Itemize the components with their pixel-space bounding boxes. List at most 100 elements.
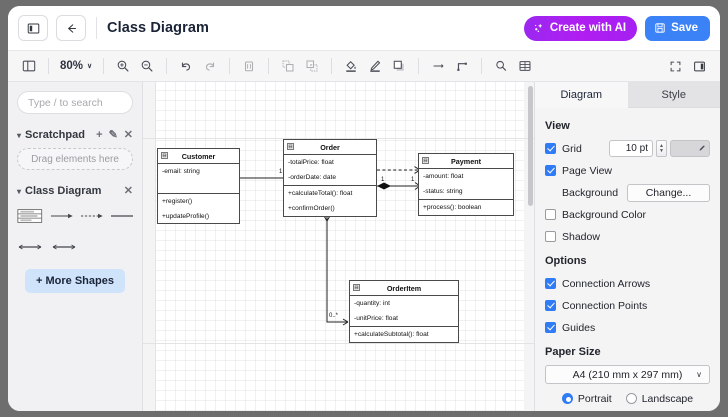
waypoint-button[interactable] bbox=[450, 55, 474, 77]
format-panel-tabs: Diagram Style bbox=[535, 82, 720, 108]
grid-size-stepper[interactable]: ▲ ▼ bbox=[656, 140, 667, 157]
class-box-order[interactable]: ⊟ Order -totalPrice: float -orderDate: d… bbox=[283, 139, 377, 217]
close-icon[interactable]: ✕ bbox=[123, 184, 133, 197]
grid-color-swatch[interactable] bbox=[670, 140, 710, 157]
toolbar-divider-2 bbox=[103, 58, 105, 74]
guides-checkbox[interactable] bbox=[545, 322, 556, 333]
grid-checkbox[interactable] bbox=[545, 143, 556, 154]
background-change-button[interactable]: Change... bbox=[627, 183, 710, 202]
collapse-icon[interactable]: ⊟ bbox=[422, 157, 429, 164]
association-shape[interactable] bbox=[17, 242, 43, 252]
class-header: ⊟ Order bbox=[284, 140, 376, 155]
fullscreen-button[interactable] bbox=[663, 55, 687, 77]
multiplicity-label: 1 bbox=[279, 169, 283, 175]
connection-arrows-checkbox[interactable] bbox=[545, 278, 556, 289]
class-box-payment[interactable]: ⊟ Payment -amount: float -status: string… bbox=[418, 153, 514, 216]
scratchpad-section-header[interactable]: ▾ Scratchpad + ✎ ✕ bbox=[17, 129, 133, 141]
dashed-arrow-shape[interactable] bbox=[80, 211, 103, 221]
toolbar-divider-6 bbox=[331, 58, 333, 74]
solid-arrow-shape[interactable] bbox=[50, 211, 73, 221]
shadow-button[interactable] bbox=[387, 55, 411, 77]
orientation-row: Portrait Landscape bbox=[545, 389, 710, 408]
page-view-checkbox[interactable] bbox=[545, 165, 556, 176]
more-shapes-button[interactable]: + More Shapes bbox=[25, 269, 125, 293]
format-panel-icon bbox=[22, 60, 36, 72]
class-name: OrderItem bbox=[386, 283, 422, 293]
class-box-orderitem[interactable]: ⊟ OrderItem -quantity: int -unitPrice: f… bbox=[349, 280, 459, 343]
send-to-back-button[interactable] bbox=[300, 55, 324, 77]
class-attributes: -email: string bbox=[158, 164, 239, 194]
connection-arrow-icon bbox=[433, 63, 444, 69]
undo-button[interactable] bbox=[174, 55, 198, 77]
collapse-icon[interactable]: ⊟ bbox=[353, 284, 360, 291]
class-box-customer[interactable]: ⊟ Customer -email: string +register() +u… bbox=[157, 148, 240, 224]
multiplicity-label: 0..* bbox=[329, 313, 339, 319]
right-panel-toggle-button[interactable] bbox=[687, 55, 711, 77]
delete-button[interactable] bbox=[237, 55, 261, 77]
class-diagram-actions: ✕ bbox=[123, 184, 133, 197]
collapse-icon[interactable]: ⊟ bbox=[161, 152, 168, 159]
format-panel-button[interactable] bbox=[17, 55, 41, 77]
stepper-up-icon: ▲ bbox=[659, 142, 664, 149]
paper-size-select[interactable]: A4 (210 mm x 297 mm) ∨ bbox=[545, 365, 710, 384]
class-attribute: -email: string bbox=[162, 168, 200, 175]
canvas-vertical-scrollbar[interactable] bbox=[528, 86, 533, 206]
create-with-ai-button[interactable]: Create with AI bbox=[523, 15, 638, 41]
plain-line-shape[interactable] bbox=[110, 211, 133, 221]
class-diagram-section-header[interactable]: ▾ Class Diagram ✕ bbox=[17, 185, 133, 197]
redo-button[interactable] bbox=[198, 55, 222, 77]
right-format-panel: Diagram Style View Grid 10 pt ▲ ▼ bbox=[534, 82, 720, 411]
title-bar: Class Diagram Create with AI Save bbox=[8, 6, 720, 51]
right-panel-toggle-icon bbox=[693, 61, 705, 71]
collapse-icon[interactable]: ⊟ bbox=[287, 143, 294, 150]
bring-to-front-button[interactable] bbox=[276, 55, 300, 77]
insert-shape-button[interactable] bbox=[489, 55, 513, 77]
fill-color-button[interactable] bbox=[339, 55, 363, 77]
portrait-radio[interactable] bbox=[561, 393, 573, 404]
search-input[interactable] bbox=[17, 91, 133, 114]
class-methods: +calculateTotal(): float +confirmOrder() bbox=[284, 186, 376, 216]
zoom-in-button[interactable] bbox=[111, 55, 135, 77]
redo-icon bbox=[206, 62, 215, 71]
save-disk-icon bbox=[655, 23, 665, 33]
canvas-paper bbox=[155, 82, 524, 411]
connection-points-checkbox[interactable] bbox=[545, 300, 556, 311]
shape-row-1 bbox=[17, 207, 133, 225]
sidebar-toggle-button[interactable] bbox=[18, 15, 48, 41]
guides-row: Guides bbox=[545, 318, 710, 337]
chevron-down-icon: ∨ bbox=[87, 63, 93, 70]
grid-size-controls: 10 pt ▲ ▼ bbox=[609, 140, 710, 157]
class-box-shape[interactable] bbox=[17, 207, 43, 225]
landscape-radio[interactable] bbox=[625, 393, 637, 404]
shadow-checkbox[interactable] bbox=[545, 231, 556, 242]
zoom-level-dropdown[interactable]: 80% ∨ bbox=[56, 60, 96, 72]
scratchpad-dropzone[interactable]: Drag elements here bbox=[17, 148, 133, 170]
connection-arrow-button[interactable] bbox=[426, 55, 450, 77]
canvas-area[interactable]: 1 1 1 1 1 0..* ⊟ Customer -email: string… bbox=[143, 82, 534, 411]
format-panel-body: View Grid 10 pt ▲ ▼ bbox=[535, 108, 720, 411]
pencil-icon[interactable]: ✎ bbox=[108, 128, 118, 141]
zoom-level-value: 80% bbox=[60, 60, 84, 72]
background-row: Background Change... bbox=[545, 183, 710, 202]
save-button[interactable]: Save bbox=[645, 15, 710, 41]
class-diagram-title: Class Diagram bbox=[25, 185, 102, 197]
line-color-button[interactable] bbox=[363, 55, 387, 77]
background-color-checkbox[interactable] bbox=[545, 209, 556, 220]
plus-icon[interactable]: + bbox=[96, 128, 103, 141]
bidirectional-shape[interactable] bbox=[51, 242, 77, 252]
back-button[interactable] bbox=[56, 15, 86, 41]
main-toolbar: 80% ∨ bbox=[8, 51, 720, 82]
grid-size-input[interactable]: 10 pt bbox=[609, 140, 653, 157]
tab-style[interactable]: Style bbox=[627, 82, 720, 108]
toolbar-divider-8 bbox=[481, 58, 483, 74]
close-icon[interactable]: ✕ bbox=[123, 128, 133, 141]
zoom-out-button[interactable] bbox=[135, 55, 159, 77]
portrait-label: Portrait bbox=[577, 392, 612, 405]
chevron-down-icon: ▾ bbox=[17, 186, 22, 196]
tab-diagram[interactable]: Diagram bbox=[535, 82, 628, 108]
insert-table-button[interactable] bbox=[513, 55, 537, 77]
class-method: +confirmOrder() bbox=[288, 205, 335, 212]
background-label: Background bbox=[562, 186, 619, 199]
line-color-icon bbox=[370, 60, 381, 72]
class-attributes: -totalPrice: float -orderDate: date bbox=[284, 155, 376, 186]
